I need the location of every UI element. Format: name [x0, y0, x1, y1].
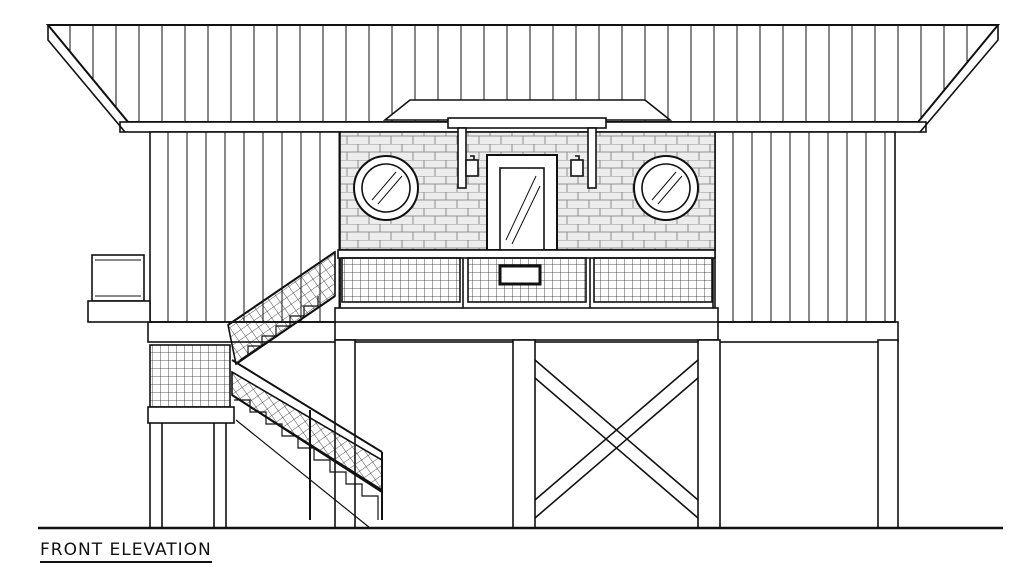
cross-brace [534, 359, 699, 519]
wall-lantern-left [465, 155, 479, 177]
lower-stair-flight [231, 359, 383, 529]
support-posts [149, 339, 899, 529]
deck-beam [334, 307, 719, 341]
ac-unit [87, 254, 151, 323]
roof-edges [47, 25, 999, 133]
deck-railing [337, 249, 716, 308]
upper-stair-flight [227, 250, 336, 366]
front-door [486, 154, 558, 251]
portico [382, 99, 673, 189]
round-window-left [353, 155, 419, 221]
wall-lantern-right [570, 155, 584, 177]
round-window-right [633, 155, 699, 221]
wall-seams [167, 132, 886, 322]
stair-landing [147, 344, 235, 424]
drawing-title: FRONT ELEVATION [40, 540, 212, 563]
